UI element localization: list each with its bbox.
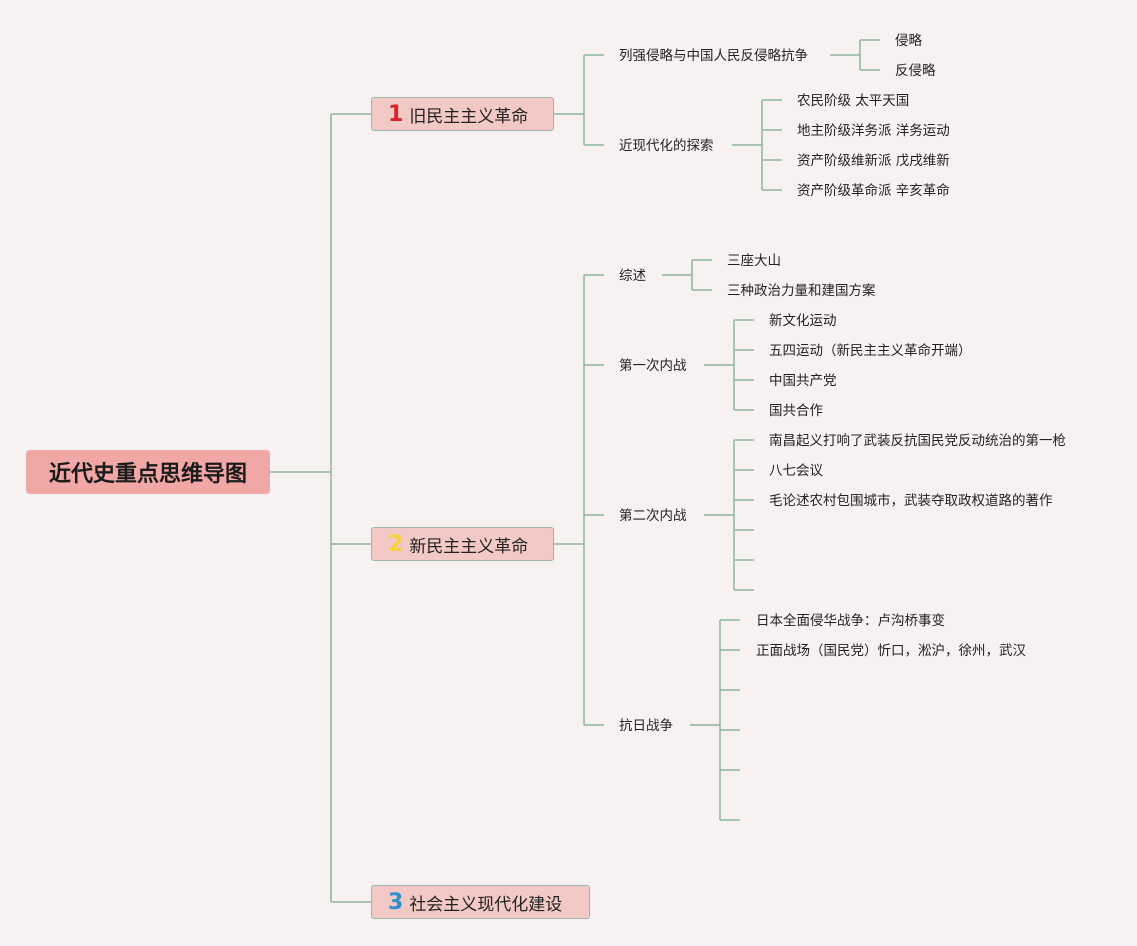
leaf-taiping[interactable]: 农民阶级 太平天国 — [797, 93, 910, 109]
leaf-xinhai-revolution[interactable]: 资产阶级革命派 辛亥革命 — [797, 183, 950, 199]
branch-label: 新民主主义革命 — [409, 536, 529, 557]
branch-label: 社会主义现代化建设 — [409, 894, 563, 915]
leaf-may-fourth-movement[interactable]: 五四运动（新民主主义革命开端） — [769, 343, 972, 359]
subtopic-modernization-exploration[interactable]: 近现代化的探索 — [619, 138, 714, 154]
leaf-three-mountains[interactable]: 三座大山 — [727, 253, 781, 269]
branch-new-democratic-revolution[interactable]: 2 新民主主义革命 — [371, 527, 554, 561]
leaf-westernization[interactable]: 地主阶级洋务派 洋务运动 — [797, 123, 950, 139]
subtopic-second-civil-war[interactable]: 第二次内战 — [619, 508, 687, 524]
leaf-communist-party[interactable]: 中国共产党 — [769, 373, 837, 389]
leaf-new-culture-movement[interactable]: 新文化运动 — [769, 313, 837, 329]
branch-label: 旧民主主义革命 — [409, 106, 529, 127]
number-3-icon: 3 — [388, 889, 404, 915]
subtopic-overview[interactable]: 综述 — [619, 268, 646, 284]
leaf-frontal-battlefield[interactable]: 正面战场（国民党）忻口，淞沪，徐州，武汉 — [756, 643, 1026, 659]
leaf-aggression[interactable]: 侵略 — [895, 33, 922, 49]
leaf-anti-aggression[interactable]: 反侵略 — [895, 63, 936, 79]
leaf-three-political-forces[interactable]: 三种政治力量和建国方案 — [727, 283, 876, 299]
subtopic-imperialist-aggression[interactable]: 列强侵略与中国人民反侵略抗争 — [619, 48, 808, 64]
leaf-reform-1898[interactable]: 资产阶级维新派 戊戌维新 — [797, 153, 950, 169]
leaf-nanchang-uprising[interactable]: 南昌起义打响了武装反抗国民党反动统治的第一枪 — [769, 433, 1066, 449]
branch-socialist-modernization[interactable]: 3 社会主义现代化建设 — [371, 885, 590, 919]
subtopic-first-civil-war[interactable]: 第一次内战 — [619, 358, 687, 374]
root-topic[interactable]: 近代史重点思维导图 — [26, 450, 270, 494]
leaf-marco-polo-bridge[interactable]: 日本全面侵华战争：卢沟桥事变 — [756, 613, 945, 629]
leaf-august-7-meeting[interactable]: 八七会议 — [769, 463, 823, 479]
branch-old-democratic-revolution[interactable]: 1 旧民主主义革命 — [371, 97, 554, 131]
leaf-kmt-cpc-cooperation[interactable]: 国共合作 — [769, 403, 823, 419]
number-1-icon: 1 — [388, 101, 404, 127]
subtopic-anti-japanese-war[interactable]: 抗日战争 — [619, 718, 673, 734]
number-2-icon: 2 — [388, 531, 404, 557]
leaf-mao-writings[interactable]: 毛论述农村包围城市，武装夺取政权道路的著作 — [769, 493, 1053, 509]
